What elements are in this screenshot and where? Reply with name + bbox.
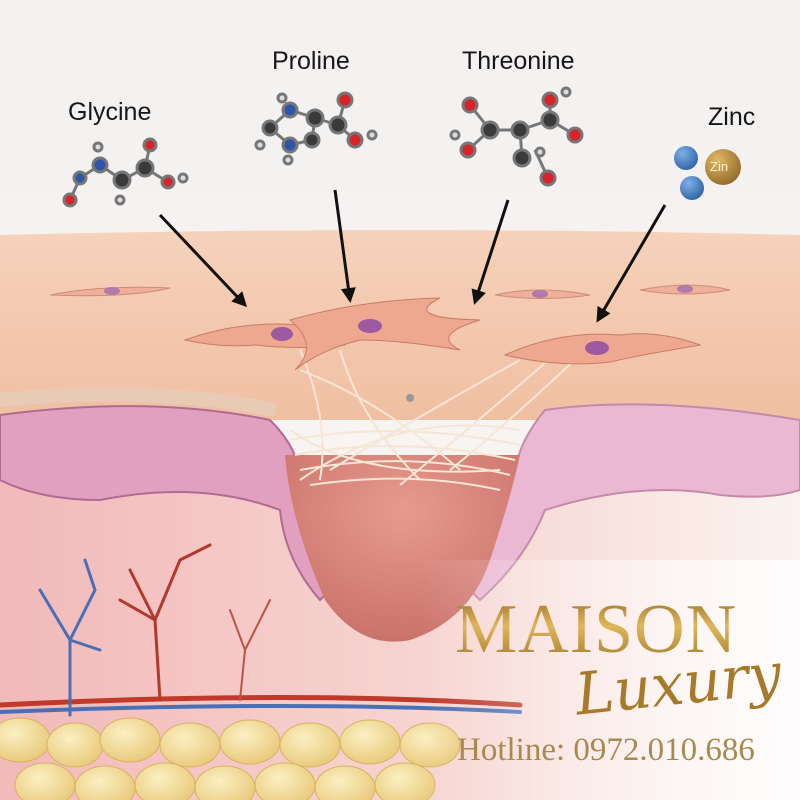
collagen-fibers <box>289 349 581 491</box>
arrow-glycine <box>158 213 248 308</box>
label-proline: Proline <box>272 47 350 75</box>
arrow-proline <box>333 189 356 303</box>
arrows <box>158 189 667 323</box>
zinc-atom <box>705 149 741 185</box>
threonine-molecule <box>449 86 584 187</box>
label-glycine: Glycine <box>68 98 152 126</box>
fibroblast-cell <box>503 333 702 365</box>
zinc-atoms <box>674 146 741 200</box>
glycine-molecule <box>62 137 189 208</box>
collagen-node <box>406 394 414 402</box>
fat-layer <box>0 717 461 800</box>
arrow-threonine <box>471 199 510 305</box>
fibroblast-cell <box>49 286 171 297</box>
proline-molecule <box>254 91 378 166</box>
hotline-text: Hotline: 0972.010.686 <box>457 732 755 768</box>
brand-backdrop <box>420 560 800 800</box>
fibroblast-cell <box>639 284 731 295</box>
label-zinc: Zinc <box>708 103 756 131</box>
fibroblast-cell <box>288 297 481 371</box>
arrow-zinc <box>596 204 667 323</box>
zinc-atom-label: Zin <box>710 159 729 174</box>
brand-name: MAISON <box>455 591 738 668</box>
label-threonine: Threonine <box>462 47 575 75</box>
fibroblast-cell <box>494 289 591 299</box>
fibroblast-cells <box>49 284 731 371</box>
